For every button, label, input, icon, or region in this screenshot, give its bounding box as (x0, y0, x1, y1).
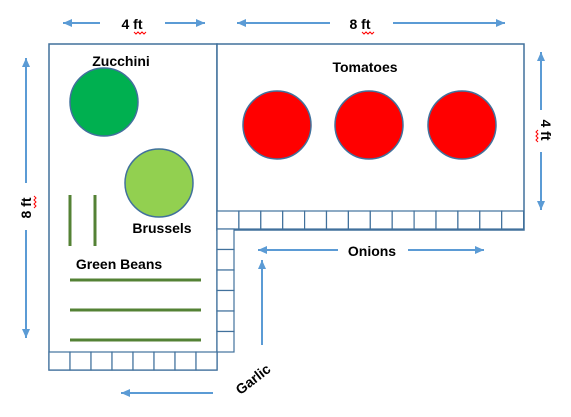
onion-tile (369, 210, 393, 230)
spellcheck-squiggle (33, 195, 37, 209)
garlic-tile (111, 351, 134, 371)
onion-tile (304, 210, 328, 230)
spellcheck-squiggle (361, 31, 375, 35)
green-beans-label: Green Beans (76, 256, 163, 272)
right-width-label: 8 ft (350, 16, 371, 32)
onion-tile (391, 210, 415, 230)
garlic-tile (90, 351, 113, 371)
onion-tile (238, 210, 262, 230)
onion-tile (457, 210, 481, 230)
spellcheck-squiggle (535, 129, 539, 143)
brussels-label: Brussels (132, 220, 191, 236)
garlic-tile (216, 289, 235, 312)
garlic-label: Garlic (232, 360, 273, 397)
garlic-tile (153, 351, 176, 371)
tomatoes-label: Tomatoes (332, 59, 397, 75)
onion-border-tiles (216, 210, 525, 230)
onion-tile (435, 210, 459, 230)
onion-tile (282, 210, 306, 230)
garlic-tile (216, 310, 235, 333)
onion-tile (325, 210, 349, 230)
brussels-plant (124, 148, 194, 218)
onion-tile (347, 210, 371, 230)
onion-tile (216, 210, 240, 230)
garlic-tile (216, 248, 235, 271)
onions-label: Onions (348, 243, 396, 259)
onion-tile (260, 210, 284, 230)
tomato-plant (427, 90, 497, 160)
onion-tile (501, 210, 525, 230)
garlic-tile (174, 351, 197, 371)
onion-tile (479, 210, 503, 230)
garlic-tile (216, 228, 235, 251)
zucchini-plant (69, 67, 139, 137)
left-height-label: 8 ft (18, 197, 34, 218)
garlic-tile (48, 351, 71, 371)
garlic-tile (132, 351, 155, 371)
garlic-tile (216, 330, 235, 353)
tomato-plant (242, 90, 312, 160)
spellcheck-squiggle (133, 31, 147, 35)
garlic-tile (69, 351, 92, 371)
right-height-label: 4 ft (538, 120, 554, 141)
garlic-tile (195, 351, 218, 371)
garlic-border-tiles-vertical (216, 228, 235, 353)
garlic-border-tiles-bottom (48, 351, 218, 371)
zucchini-label: Zucchini (92, 53, 150, 69)
onion-tile (413, 210, 437, 230)
left-width-label: 4 ft (122, 16, 143, 32)
garlic-tile (216, 269, 235, 292)
tomato-plant (334, 90, 404, 160)
